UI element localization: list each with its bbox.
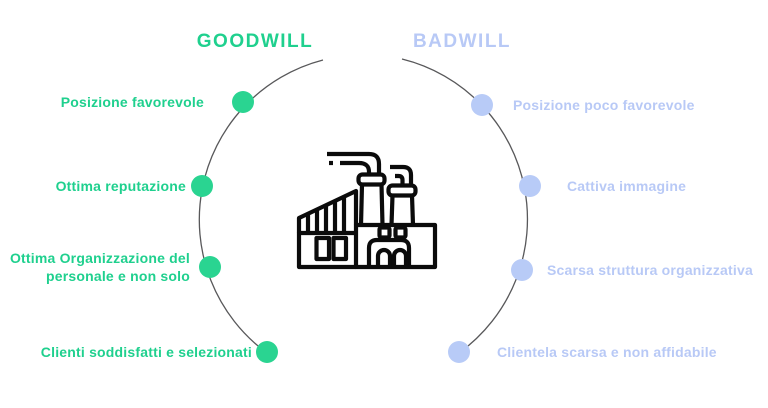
- factory-icon: [296, 151, 438, 270]
- badwill-item-4: Clientela scarsa e non affidabile: [497, 344, 717, 360]
- badwill-item-3: Scarsa struttura organizzativa: [547, 262, 753, 278]
- goodwill-item-1: Posizione favorevole: [60, 94, 204, 110]
- badwill-dot-3: [511, 259, 533, 281]
- goodwill-item-3: Ottima Organizzazione del personale e no…: [9, 250, 190, 284]
- badwill-dot-1: [471, 94, 493, 116]
- goodwill-dot-1: [232, 91, 254, 113]
- goodwill-title: GOODWILL: [196, 31, 314, 52]
- badwill-dot-2: [519, 175, 541, 197]
- badwill-title: BADWILL: [412, 31, 512, 52]
- goodwill-dot-2: [191, 175, 213, 197]
- badwill-item-2: Cattiva immagine: [567, 178, 687, 194]
- badwill-item-1: Posizione poco favorevole: [513, 97, 695, 113]
- goodwill-item-2: Ottima reputazione: [55, 178, 186, 194]
- goodwill-item-4: Clienti soddisfatti e selezionati: [40, 344, 252, 360]
- badwill-dot-4: [448, 341, 470, 363]
- goodwill-dot-3: [199, 256, 221, 278]
- goodwill-dot-4: [256, 341, 278, 363]
